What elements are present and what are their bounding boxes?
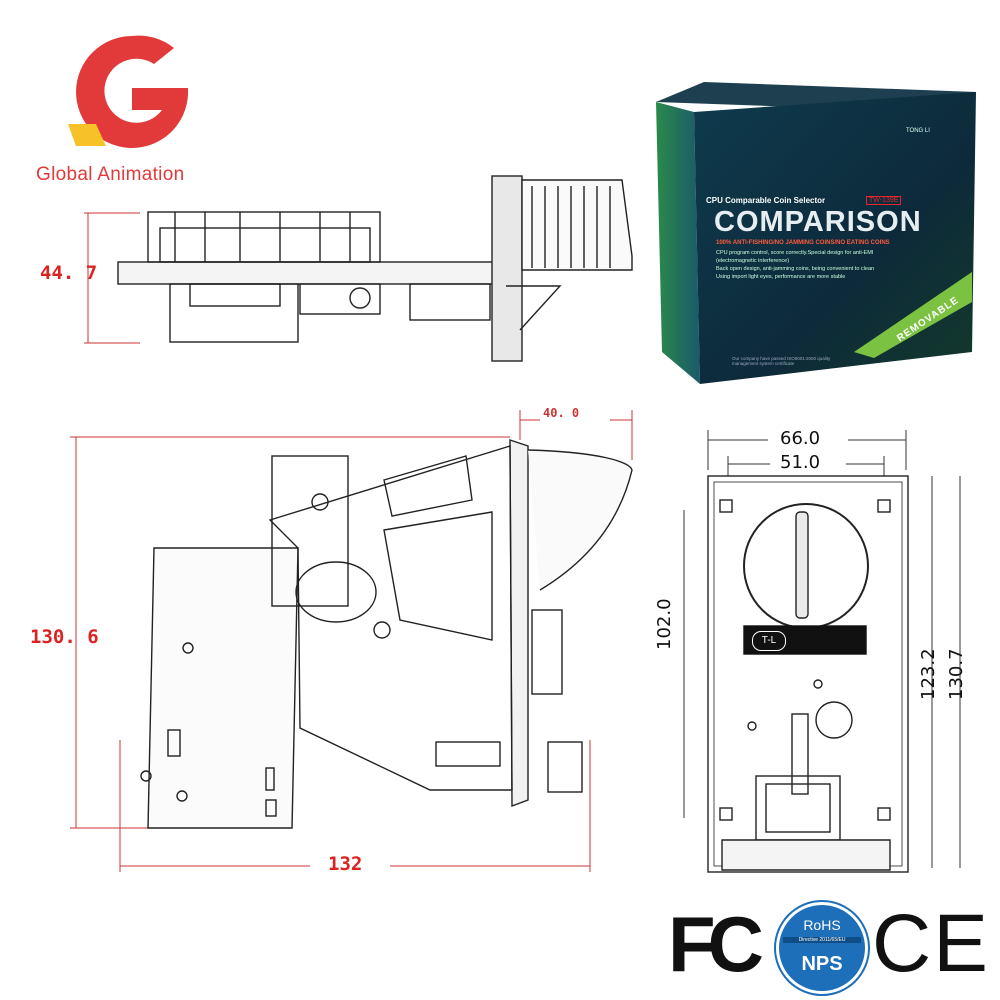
box-brand: TONG LI: [906, 128, 930, 134]
fcc-mark: FC: [668, 900, 764, 988]
top-view-height-dimension: 44. 7: [40, 262, 98, 284]
rohs-sub-label: Directive 2011/65/EU: [783, 937, 861, 943]
rohs-nps-badge: RoHS Directive 2011/65/EU NPS: [776, 902, 868, 994]
box-footnote: Our company have passed ISO9001:2000 qua…: [732, 356, 831, 366]
side-view-width-dimension: 132: [328, 853, 363, 875]
side-view-depth-dimension: 40. 0: [543, 406, 580, 420]
product-box-image: TONG LI CPU Comparable Coin Selector TW-…: [654, 82, 980, 392]
ce-mark: CE: [872, 898, 990, 989]
box-title-line: CPU Comparable Coin Selector: [706, 196, 826, 205]
certification-marks: FC RoHS Directive 2011/65/EU NPS CE: [668, 898, 990, 994]
nps-label: NPS: [801, 953, 843, 975]
front-inner-height-dimension: 102.0: [654, 598, 675, 650]
front-mid-height-dimension: 123.2: [918, 648, 939, 700]
side-view-drawing: [70, 410, 633, 872]
box-model: TW-139E: [866, 196, 902, 205]
front-view-drawing: [683, 430, 961, 873]
rohs-label: RoHS: [803, 917, 841, 933]
box-headline: COMPARISON: [714, 206, 922, 238]
side-view-height-dimension: 130. 6: [30, 626, 99, 648]
front-outer-height-dimension: 130.7: [946, 648, 967, 700]
front-outer-width-dimension: 66.0: [780, 428, 821, 449]
product-box-shape: [656, 82, 976, 384]
box-desc-3: Back open design, anti-jamming coins, be…: [716, 266, 875, 272]
box-tagline: 100% ANTI-FISHING/NO JAMMING COINS/NO EA…: [716, 240, 890, 246]
front-inner-width-dimension: 51.0: [780, 452, 821, 473]
brand-name: Global Animation: [36, 164, 185, 185]
g-logo-icon: [68, 35, 188, 149]
box-desc-4: Using import light eyes, performance are…: [716, 274, 846, 280]
box-desc-1: CPU program control, score correctly.Spe…: [716, 250, 874, 256]
plate-logo: T-L: [752, 631, 786, 651]
top-view-drawing: [84, 175, 633, 362]
box-desc-2: (electromagnetic interference): [716, 258, 790, 264]
brand-logo: [62, 28, 202, 154]
